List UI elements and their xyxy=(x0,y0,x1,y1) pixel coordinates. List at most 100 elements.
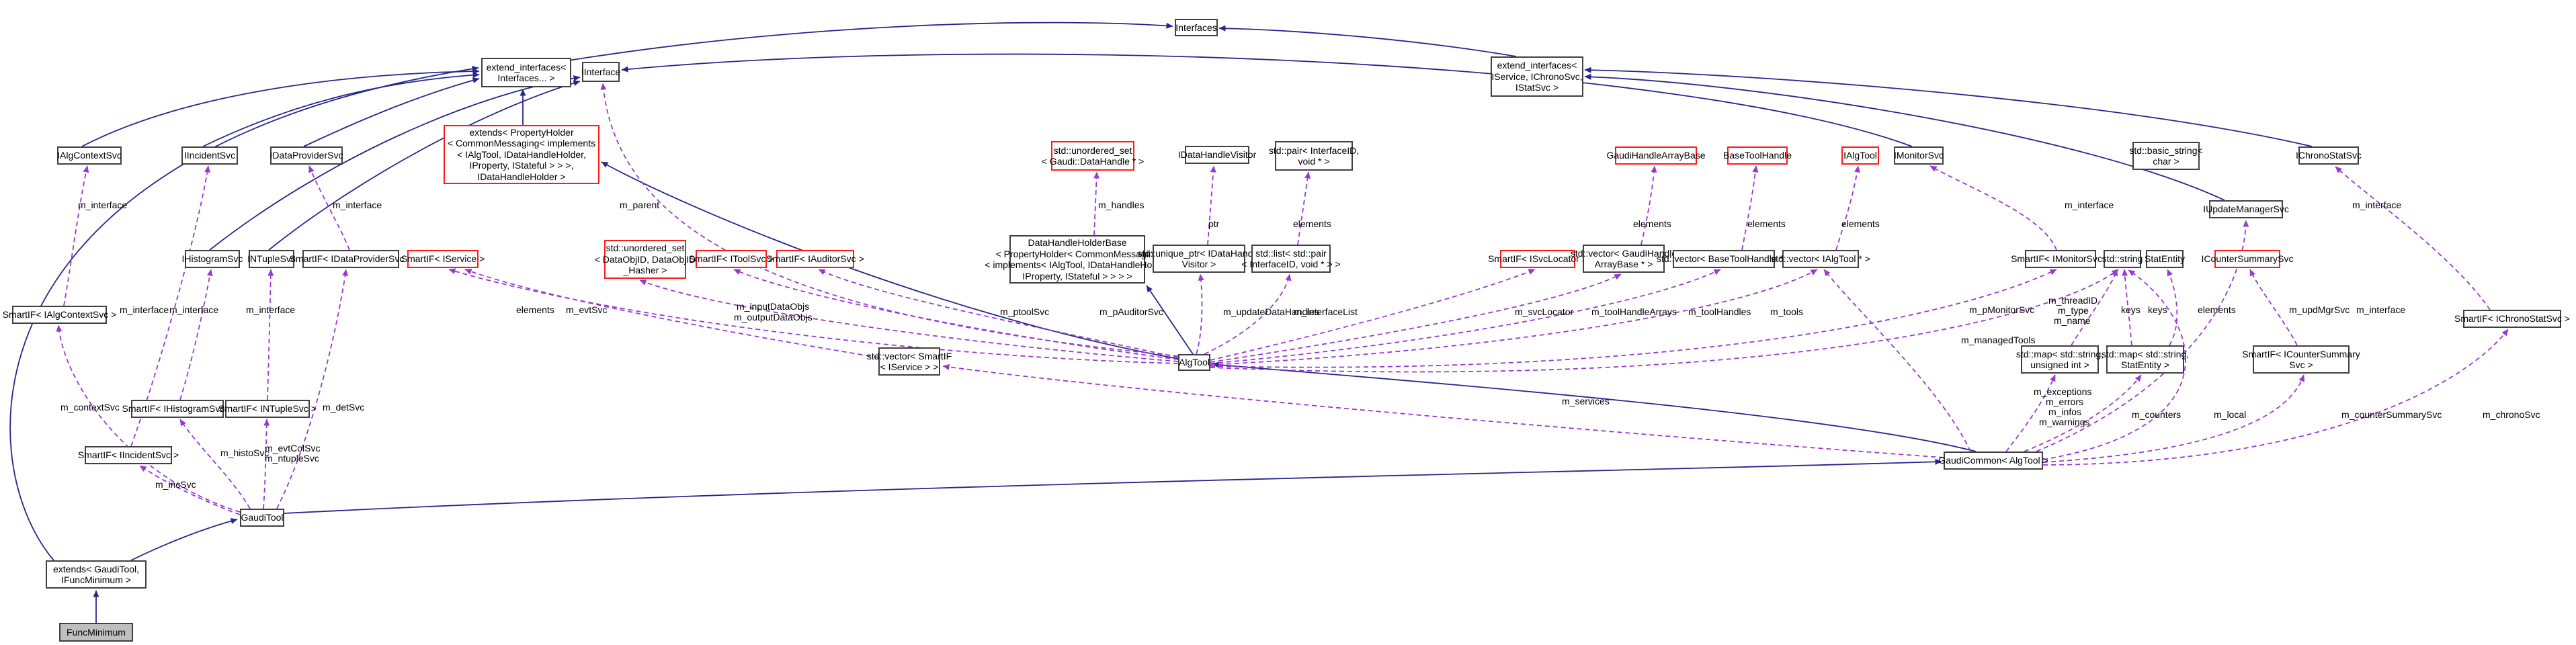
node-algtool[interactable]: AlgTool xyxy=(1178,354,1210,371)
node-datahandleholderbase[interactable]: DataHandleHolderBase< PropertyHolder< Co… xyxy=(985,235,1170,284)
edge-label: keys xyxy=(2121,304,2141,315)
edge-gaudicommon-to-mapuint xyxy=(2005,374,2056,452)
node-vector-smartif-iservice[interactable]: std::vector< SmartIF< IService > > xyxy=(867,347,952,376)
node-std-string[interactable]: std::string xyxy=(2102,250,2143,268)
edge-listpair-to-pairif xyxy=(1297,171,1311,245)
node-label-line: SmartIF< IChronoStatSvc > xyxy=(2454,313,2570,325)
node-icountersummarysvc[interactable]: ICounterSummarySvc xyxy=(2202,250,2293,268)
node-label-line: SmartIF< IMonitorSvc > xyxy=(2011,253,2110,265)
edge-label: ptr xyxy=(1208,218,1220,229)
edge-label: m_detSvc xyxy=(323,402,365,413)
node-basetoolhandle[interactable]: BaseToolHandle xyxy=(1723,146,1792,165)
node-pair-interfaceid-void[interactable]: std::pair< InterfaceID,void * > xyxy=(1269,141,1359,171)
edge-gauditool-to-sifihisto xyxy=(179,419,251,509)
edge-sificsum-to-icsum xyxy=(2249,269,2298,346)
edge-label: m_evtColSvc xyxy=(265,443,321,454)
node-smartif-isvclocator[interactable]: SmartIF< ISvcLocator > xyxy=(1488,250,1587,268)
node-extends-gauditool-ifuncminimum[interactable]: extends< GaudiTool,IFuncMinimum > xyxy=(46,560,147,589)
edge-iincident-to-extvar xyxy=(202,72,480,147)
node-ichronostatsvc[interactable]: IChronoStatSvc xyxy=(2295,146,2362,165)
node-label-line: IService, IChronoSvc, xyxy=(1491,71,1583,82)
edge-gaudicommon-to-iupdmgr xyxy=(2036,220,2249,452)
node-smartif-idataprovidersvc[interactable]: SmartIF< IDataProviderSvc > xyxy=(290,250,412,268)
node-smartif-iservice[interactable]: SmartIF< IService > xyxy=(401,250,485,268)
node-label-line: IChronoStatSvc xyxy=(2295,150,2362,161)
node-imonitorsvc[interactable]: IMonitorSvc xyxy=(1894,146,1944,165)
node-label-line: char > xyxy=(2153,156,2179,167)
node-intuplesvc[interactable]: INTupleSvc xyxy=(247,250,296,268)
node-smartif-ichronostatsvc[interactable]: SmartIF< IChronoStatSvc > xyxy=(2454,310,2570,328)
node-unordered-set-dataobjid[interactable]: std::unordered_set< DataObjID, DataObjID… xyxy=(595,240,696,279)
node-gaudihandlearraybase[interactable]: GaudiHandleArrayBase xyxy=(1606,146,1706,165)
node-smartif-iincidentsvc[interactable]: SmartIF< IIncidentSvc > xyxy=(78,446,179,464)
edge-mapstat-to-sstring xyxy=(2122,269,2132,346)
node-label-line: std::basic_string< xyxy=(2129,144,2203,156)
edge-label: m_svcLocator xyxy=(1515,306,1574,317)
edge-label: m_interface xyxy=(2356,304,2406,315)
edge-gaudicommon-to-sifichrono xyxy=(2042,329,2509,466)
node-smartif-imonitorsvc[interactable]: SmartIF< IMonitorSvc > xyxy=(2011,250,2110,268)
node-extend-interfaces-variadic[interactable]: extend_interfaces<Interfaces... > xyxy=(481,58,571,87)
edge-intuple-to-iinterface xyxy=(268,80,581,251)
node-label-line: StatEntity xyxy=(2145,253,2185,265)
node-smartif-ihistogramsvc[interactable]: SmartIF< IHistogramSvc > xyxy=(122,400,233,418)
node-label-line: extend_interfaces< xyxy=(486,61,567,73)
edge-label: m_ptoolSvc xyxy=(1000,306,1050,317)
edge-gaudicommon-to-sificsum xyxy=(2042,374,2305,463)
node-vector-basetoolhandle[interactable]: std::vector< BaseToolHandle * > xyxy=(1657,250,1791,268)
node-interfaces[interactable]: Interfaces xyxy=(1175,19,1218,36)
node-iinterface[interactable]: IInterface xyxy=(581,62,620,82)
edge-label: m_pMonitorSvc xyxy=(1969,304,2035,315)
node-label-line: IAlgContextSvc xyxy=(57,150,122,161)
node-label-line: ArrayBase * > xyxy=(1594,259,1653,269)
edge-vbth-to-bth xyxy=(1741,165,1759,251)
edge-ialgctx-to-extvar xyxy=(81,68,480,147)
edge-gaudicommon-to-algtool xyxy=(1212,361,1977,452)
node-label-line: IHistogramSvc xyxy=(181,253,243,265)
node-iincidentsvc[interactable]: IIncidentSvc xyxy=(181,146,238,165)
edge-extvar-to-interfaces xyxy=(568,22,1173,61)
node-ialgcontextsvc[interactable]: IAlgContextSvc xyxy=(57,146,122,165)
node-label-line: IAlgTool xyxy=(1843,150,1877,161)
edge-label: m_toolHandles xyxy=(1688,306,1751,317)
node-smartif-ialgcontextsvc[interactable]: SmartIF< IAlgContextSvc > xyxy=(3,306,116,324)
node-gaudicommon-algtool[interactable]: GaudiCommon< AlgTool > xyxy=(1938,452,2048,470)
edge-gaudicommon-to-vsifsvc xyxy=(942,363,1944,458)
node-extend-interfaces-service[interactable]: extend_interfaces<IService, IChronoSvc,I… xyxy=(1491,56,1583,97)
edge-label: m_toolHandleArrays xyxy=(1591,306,1677,317)
edge-label: m_exceptions xyxy=(2034,386,2092,397)
node-label-line: GaudiHandleArrayBase xyxy=(1606,150,1706,161)
edge-label: m_infos xyxy=(2048,406,2082,417)
node-smartif-intuplesvc[interactable]: SmartIF< INTupleSvc > xyxy=(218,400,317,418)
node-smartif-iauditorsvc[interactable]: SmartIF< IAuditorSvc > xyxy=(766,250,864,268)
node-label-line: BaseToolHandle xyxy=(1723,150,1792,161)
node-iupdatemanagersvc[interactable]: IUpdateManagerSvc xyxy=(2203,200,2289,218)
edge-gauditool-to-sifiactx xyxy=(56,325,241,513)
node-unordered-set-gaudi-datahandle[interactable]: std::unordered_set< Gaudi::DataHandle * … xyxy=(1042,141,1144,171)
node-vector-ialgtool[interactable]: std::vector< IAlgTool * > xyxy=(1771,250,1870,268)
edge-gaudicommon-to-sstring xyxy=(2042,269,2186,460)
node-gauditool[interactable]: GaudiTool xyxy=(240,509,284,527)
node-statentity[interactable]: StatEntity xyxy=(2145,250,2185,268)
edge-sifintuple-to-intuple xyxy=(267,269,274,400)
node-basic-string-char[interactable]: std::basic_string<char > xyxy=(2129,142,2203,170)
node-funcminimum[interactable]: FuncMinimum xyxy=(59,623,133,642)
edge-label: m_local xyxy=(2214,409,2247,420)
node-idatahandlevisitor[interactable]: IDataHandleVisitor xyxy=(1178,146,1256,164)
node-idataprovidersvc[interactable]: IDataProviderSvc xyxy=(270,146,343,165)
node-map-string-statentity[interactable]: std::map< std::string,StatEntity > xyxy=(2102,345,2189,374)
node-extends-propertyholder[interactable]: extends< PropertyHolder< CommonMessaging… xyxy=(444,125,599,184)
node-label-line: ICounterSummarySvc xyxy=(2201,253,2294,265)
node-list-pair-interfaceid[interactable]: std::list< std::pair< InterfaceID, void … xyxy=(1241,245,1341,273)
node-ialgtool[interactable]: IAlgTool xyxy=(1841,146,1879,165)
node-map-string-unsigned-int[interactable]: std::map< std::string,unsigned int > xyxy=(2016,345,2104,374)
edge-algtool-to-vghab xyxy=(1210,273,1622,363)
node-smartif-itoolsvc[interactable]: SmartIF< IToolSvc > xyxy=(689,250,774,268)
node-label-line: std::vector< GaudiHandle xyxy=(1570,247,1677,259)
edge-label: m_name xyxy=(2054,315,2091,326)
node-ihistogramsvc[interactable]: IHistogramSvc xyxy=(181,250,243,268)
node-label-line: < implements< IAlgTool, IDataHandleHolde… xyxy=(985,259,1170,270)
